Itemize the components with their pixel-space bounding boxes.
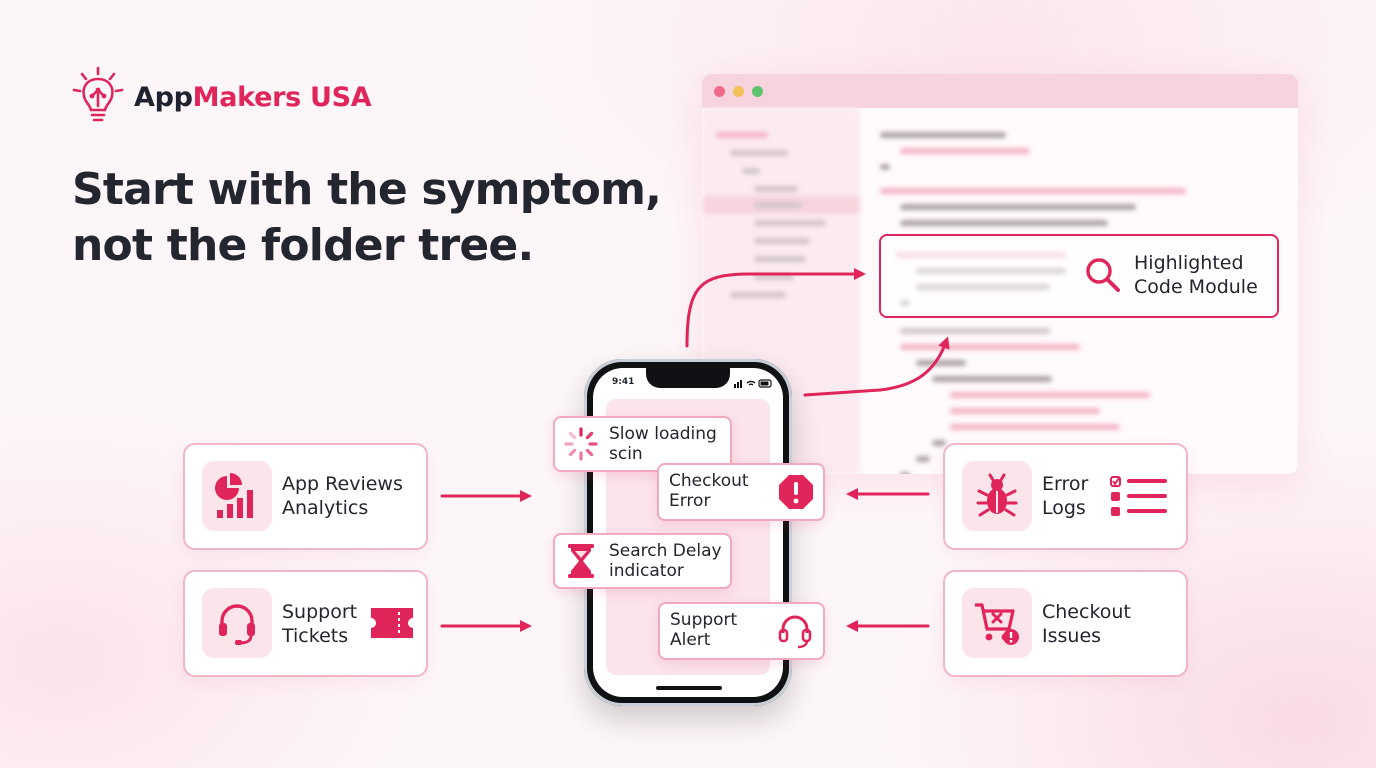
phone-status-time: 9:41: [612, 377, 635, 387]
headset-icon: [778, 615, 812, 649]
highlighted-code-module-label: Highlighted Code Module: [1134, 252, 1258, 298]
editor-title-bar: [702, 74, 1298, 108]
window-close-dot: [714, 85, 725, 97]
page-title: Start with the symptom, not the folder t…: [72, 162, 662, 274]
analytics-chart-icon: [215, 473, 253, 518]
status-icons: [734, 379, 772, 388]
home-indicator: [656, 686, 722, 690]
headset-icon: [219, 604, 255, 645]
bug-icon: [976, 473, 1018, 517]
window-maximize-dot: [752, 85, 763, 97]
phone-notch: [646, 366, 730, 388]
ticket-icon: [371, 608, 413, 638]
brand-name: AppMakers USA: [134, 81, 372, 113]
arrow-phone-to-module: [685, 268, 866, 348]
hourglass-icon: [568, 544, 594, 578]
window-minimize-dot: [733, 85, 744, 97]
title-line-2: not the folder tree.: [72, 220, 534, 271]
arrow-phone-to-code: [803, 336, 950, 397]
highlighted-code-module-box[interactable]: [879, 234, 1279, 318]
cart-tile: [962, 588, 1032, 658]
bug-tile: [962, 461, 1032, 531]
brand-logo: AppMakers USA: [72, 66, 372, 128]
title-line-1: Start with the symptom,: [72, 164, 662, 215]
lightbulb-logo-icon: [72, 66, 124, 122]
checklist-icon: [1110, 476, 1167, 516]
spinner-icon: [564, 427, 598, 461]
search-icon: [1086, 258, 1120, 292]
cart-error-icon: [975, 603, 1019, 645]
analytics-tile: [202, 461, 272, 531]
alert-octagon-icon: [779, 475, 813, 509]
support-tile: [202, 588, 272, 658]
